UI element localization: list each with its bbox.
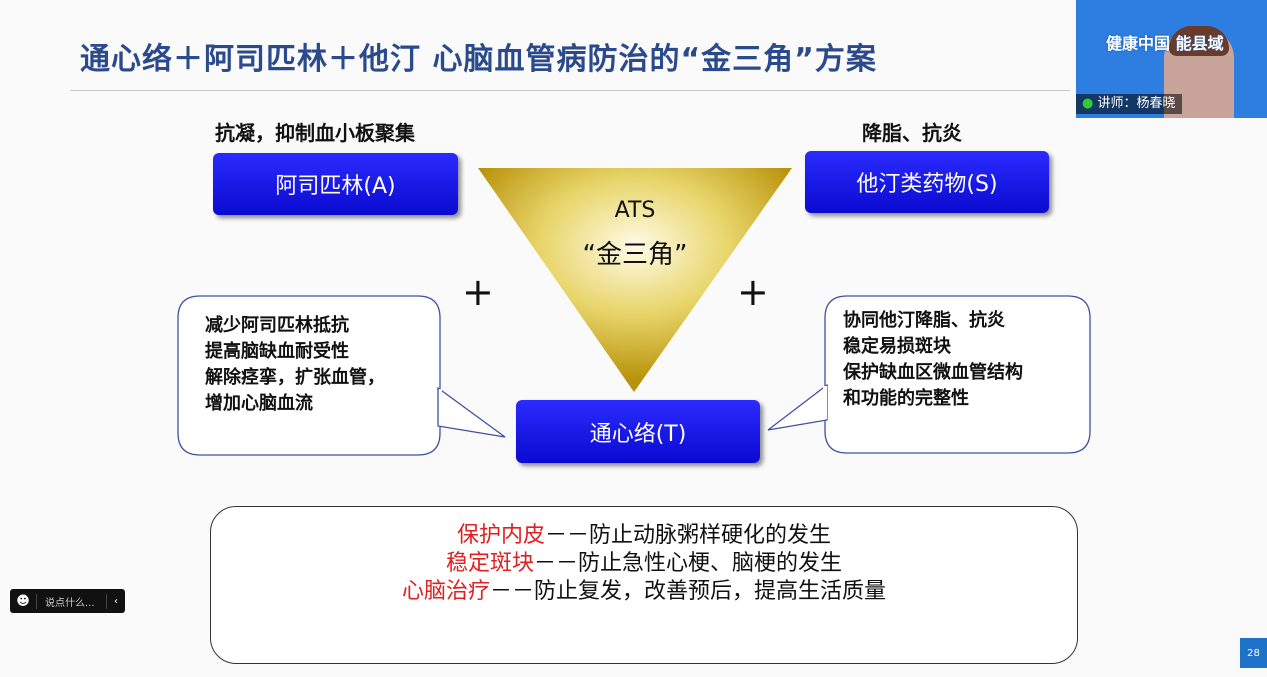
statin-effect-label: 降脂、抗炎 [862, 121, 962, 145]
plus-right: + [737, 270, 769, 314]
emoji-icon[interactable]: ☻ [16, 593, 30, 609]
collapse-chat-button[interactable]: ‹ [114, 595, 118, 607]
tongxinluo-benefits-left: 减少阿司匹林抵抗 提高脑缺血耐受性 解除痉挛，扩张血管， 增加心脑血流 [205, 315, 385, 414]
aspirin-box: 阿司匹林(A) [213, 153, 458, 215]
speaker-video: 健康中国 能县域 ● 讲师：杨春晓 [1076, 0, 1267, 118]
page-number: 28 [1240, 638, 1267, 668]
triangle-text-ats: ATS [614, 198, 656, 223]
outcome-line: 稳定斑块－－防止急性心梗、脑梗的发生 [445, 551, 843, 576]
chat-input[interactable]: 说点什么... [36, 593, 107, 609]
tongxinluo-box: 通心络(T) [516, 400, 760, 463]
outcome-line: 心脑治疗－－防止复发，改善预后，提高生活质量 [401, 579, 887, 604]
gold-triangle [478, 168, 792, 392]
outcomes-box: 保护内皮－－防止动脉粥样硬化的发生 稳定斑块－－防止急性心梗、脑梗的发生 心脑治… [210, 506, 1078, 664]
chat-bar[interactable]: ☻ 说点什么... ‹ [10, 589, 125, 613]
triangle-text-golden: “金三角” [582, 240, 688, 270]
video-banner-title: 健康中国 能县域 [1106, 34, 1224, 53]
statin-box: 他汀类药物(S) [805, 151, 1049, 213]
slide-title: 通心络＋阿司匹林＋他汀 心脑血管病防治的“金三角”方案 [80, 42, 877, 77]
speaker-name: ● 讲师：杨春晓 [1076, 94, 1182, 114]
plus-left: + [462, 270, 494, 314]
aspirin-effect-label: 抗凝，抑制血小板聚集 [215, 121, 415, 145]
microphone-icon: ● [1082, 96, 1094, 111]
title-divider [70, 90, 1070, 91]
tongxinluo-benefits-right: 协同他汀降脂、抗炎 稳定易损斑块 保护缺血区微血管结构 和功能的完整性 [843, 310, 1023, 409]
outcome-line: 保护内皮－－防止动脉粥样硬化的发生 [456, 523, 832, 548]
speaker-hair [1169, 26, 1229, 56]
